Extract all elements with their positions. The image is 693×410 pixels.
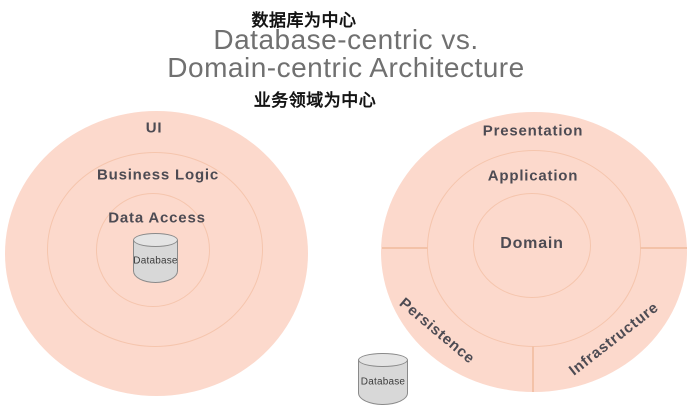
database-label: Database <box>360 376 406 388</box>
cylinder-top-ellipse <box>133 233 178 247</box>
left-database-cylinder-icon: Database <box>133 233 178 283</box>
cylinder-body <box>133 240 178 283</box>
ring-label-presentation: Presentation <box>482 122 584 140</box>
ring-label-domain: Domain <box>500 235 564 252</box>
right-database-cylinder-icon: Database <box>358 353 408 405</box>
ring-label-business-logic: Business Logic <box>96 166 220 184</box>
ring-label-application: Application <box>487 167 579 185</box>
cylinder-top-ellipse <box>358 353 408 367</box>
segment-divider-right <box>640 247 687 249</box>
cylinder-body <box>358 360 408 405</box>
title-line-2: Domain-centric Architecture <box>167 52 525 83</box>
label-zh-domain-centric: 业务领域为中心 <box>253 91 377 110</box>
right-inner-circle <box>473 193 591 298</box>
segment-divider-left <box>382 247 428 249</box>
ring-label-ui: UI <box>145 119 163 137</box>
segment-divider-bottom <box>532 346 534 392</box>
label-zh-database-centric: 数据库为中心 <box>251 11 357 30</box>
left-middle-circle <box>47 152 263 347</box>
database-label: Database <box>133 255 178 267</box>
page-title: Database-centric vs. Domain-centric Arch… <box>167 26 524 82</box>
left-inner-circle <box>96 193 210 307</box>
title-line-1: Database-centric vs. <box>213 24 479 55</box>
ring-label-data-access: Data Access <box>108 209 206 227</box>
